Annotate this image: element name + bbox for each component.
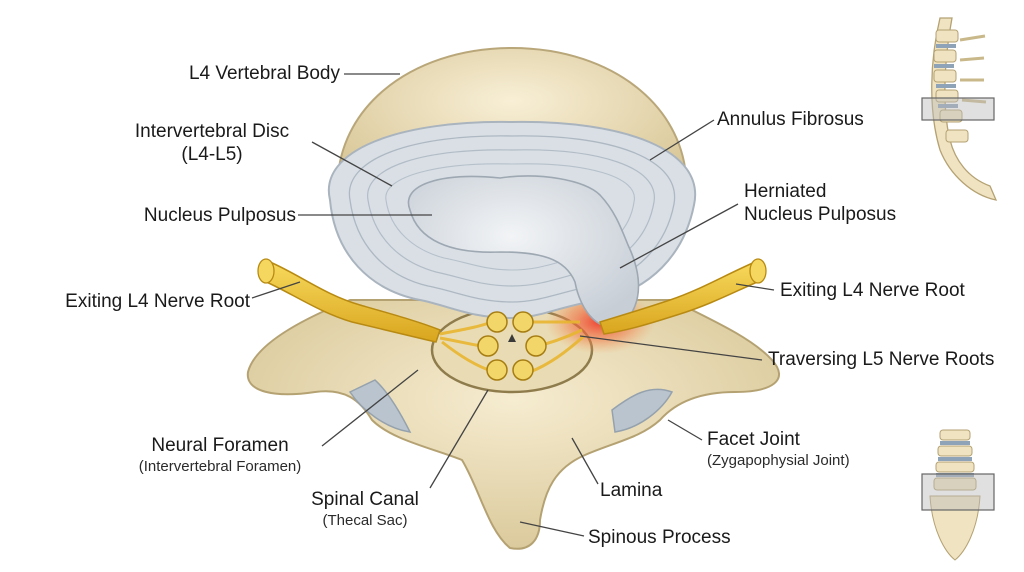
annulus-fibrosus-label: Annulus Fibrosus xyxy=(717,109,864,130)
facet-joint-left xyxy=(348,379,412,433)
spinal-canal-name: Spinal Canal xyxy=(311,489,419,510)
spinous-process-label: Spinous Process xyxy=(588,527,731,548)
facet-joint-label: Facet Joint (Zygapophysial Joint) xyxy=(707,428,850,470)
lamina-label: Lamina xyxy=(600,480,663,501)
posterior-spine-icon xyxy=(921,429,995,561)
disc-name: Intervertebral Disc xyxy=(134,121,290,142)
posterior-arch xyxy=(246,299,780,550)
intervertebral-disc-label: Intervertebral Disc (L4-L5) xyxy=(112,120,312,166)
exiting-l4-nerve-root-right-label: Exiting L4 Nerve Root xyxy=(780,280,965,301)
neural-foramen-label: Neural Foramen (Intervertebral Foramen) xyxy=(100,434,340,476)
lateral-spine-icon xyxy=(921,17,998,201)
neural-foramen-name: Neural Foramen xyxy=(151,435,289,456)
herniated-nucleus-label: Herniated Nucleus Pulposus xyxy=(744,180,896,226)
cauda-equina-bundles xyxy=(477,311,547,381)
nucleus-pulposus xyxy=(407,175,640,328)
exiting-l4-nerve-root-right xyxy=(599,261,763,335)
nucleus-pulposus-label: Nucleus Pulposus xyxy=(143,205,296,226)
traversing-l5-nerve-roots-label: Traversing L5 Nerve Roots xyxy=(768,349,995,370)
leader-lines xyxy=(251,73,775,537)
exiting-l4-nerve-root-left-label: Exiting L4 Nerve Root xyxy=(65,291,250,312)
neural-foramen-sub: (Intervertebral Foramen) xyxy=(138,458,302,475)
l4-vertebral-body-label: L4 Vertebral Body xyxy=(188,63,340,84)
exiting-l4-nerve-root-left xyxy=(261,261,441,343)
disc-level: (L4-L5) xyxy=(181,144,243,165)
facet-joint-right xyxy=(611,388,674,433)
facet-joint-name: Facet Joint xyxy=(707,429,800,450)
herniated-line-1: Herniated xyxy=(744,181,827,202)
spinal-canal-sub: (Thecal Sac) xyxy=(322,512,408,529)
herniated-line-2: Nucleus Pulposus xyxy=(744,204,897,225)
facet-joint-sub: (Zygapophysial Joint) xyxy=(707,452,850,469)
spinal-canal-label: Spinal Canal (Thecal Sac) xyxy=(290,488,440,530)
